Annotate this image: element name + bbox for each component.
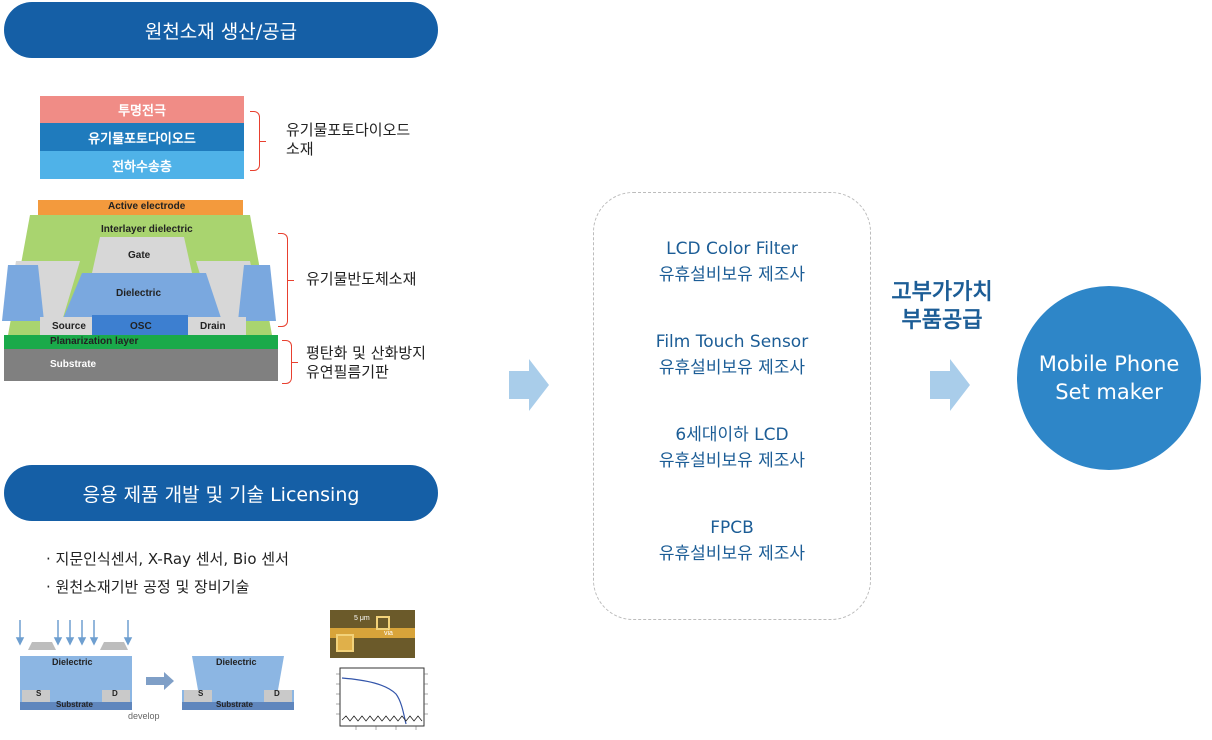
micrograph-scale: 5 μm [354,615,370,622]
organic-photodiode-layer: 유기물포토다이오드 [40,123,244,151]
manufacturer-role: 유휴설비보유 제조사 [658,451,806,471]
circle-line2: Set maker [1055,380,1163,404]
arrow-right-1 [509,359,549,411]
substrate-shape [4,349,278,381]
micrograph-image: 5 μm via [330,610,415,658]
arrow-right-2 [930,359,970,411]
bullet-sensors: · 지문인식센서, X-Ray 센서, Bio 센서 [46,550,289,568]
manufacturer-fpcb: FPCB 유휴설비보유 제조사 [593,515,871,567]
drain-shape [180,317,246,335]
process-diagram [15,620,294,710]
layer-label: 투명전극 [118,104,166,119]
substrate-desc-line1: 평탄화 및 산화방지 [306,344,426,362]
semiconductor-bracket [278,233,294,327]
manufacturer-name: Film Touch Sensor [655,332,809,352]
substrate-bracket [282,340,298,384]
layer-label: 유기물포토다이오드 [88,131,196,147]
process-substrate-right: Substrate [216,700,253,709]
gate-label: Gate [128,250,151,261]
mobile-phone-set-maker-circle: Mobile Phone Set maker [1017,286,1201,470]
value-added-line1: 고부가가치 [891,280,993,305]
dielectric-shape [62,273,222,321]
photodiode-desc-line1: 유기물포토다이오드 [286,121,411,139]
process-s-right: S [198,689,204,698]
process-develop-label: develop [128,711,160,721]
manufacturer-film-touch-sensor: Film Touch Sensor 유휴설비보유 제조사 [593,329,871,381]
layer-label: 전하수송층 [112,159,172,175]
manufacturer-role: 유휴설비보유 제조사 [658,358,806,378]
substrate-description: 평탄화 및 산화방지 유연필름기판 [306,344,426,382]
process-dielectric-left: Dielectric [52,657,93,667]
value-added-line2: 부품공급 [901,308,983,333]
osc-label: OSC [130,321,152,332]
circle-line1: Mobile Phone [1038,352,1180,376]
manufacturer-name: 6세대이하 LCD [675,425,789,445]
interlayer-label: Interlayer dielectric [101,224,193,235]
photodiode-bracket [250,111,266,171]
section-title-materials: 원천소재 생산/공급 [4,2,438,58]
manufacturer-role: 유휴설비보유 제조사 [658,265,806,285]
drain-label: Drain [200,321,226,332]
charge-transport-layer: 전하수송층 [40,151,244,179]
manufacturer-name: FPCB [710,518,754,538]
osc-shape [92,315,188,335]
value-added-label: 고부가가치 부품공급 [872,279,1012,335]
transparent-electrode-layer: 투명전극 [40,96,244,123]
semiconductor-description: 유기물반도체소재 [306,270,417,288]
manufacturer-role: 유휴설비보유 제조사 [658,544,806,564]
gate-shape [92,237,192,273]
process-d-left: D [112,689,118,698]
source-shape [40,317,104,335]
transfer-curve-plot [336,667,428,730]
manufacturer-lcd-color-filter: LCD Color Filter 유휴설비보유 제조사 [593,236,871,288]
planarization-shape [4,335,278,349]
process-s-left: S [36,689,42,698]
transistor-cross-section [2,200,278,381]
source-label: Source [52,321,86,332]
dielectric-label: Dielectric [116,288,162,299]
process-substrate-left: Substrate [56,700,93,709]
section-title-materials-text: 원천소재 생산/공급 [144,20,298,43]
substrate-label: Substrate [50,359,97,370]
process-dielectric-right: Dielectric [216,657,257,667]
photodiode-description: 유기물포토다이오드 소재 [286,121,410,159]
manufacturer-lcd-6th-gen: 6세대이하 LCD 유휴설비보유 제조사 [593,422,871,474]
active-electrode-shape [38,200,243,215]
manufacturer-name: LCD Color Filter [666,239,798,259]
section-title-licensing-text: 응용 제품 개발 및 기술 Licensing [82,483,360,506]
planarization-label: Planarization layer [50,336,139,347]
manufacturers-box [593,192,871,620]
process-d-right: D [274,689,280,698]
active-electrode-label: Active electrode [108,201,186,212]
substrate-desc-line2: 유연필름기판 [306,363,389,381]
bullet-process: · 원천소재기반 공정 및 장비기술 [46,578,250,596]
section-title-licensing: 응용 제품 개발 및 기술 Licensing [4,465,438,521]
photodiode-desc-line2: 소재 [286,140,314,158]
micrograph-via: via [384,630,393,637]
